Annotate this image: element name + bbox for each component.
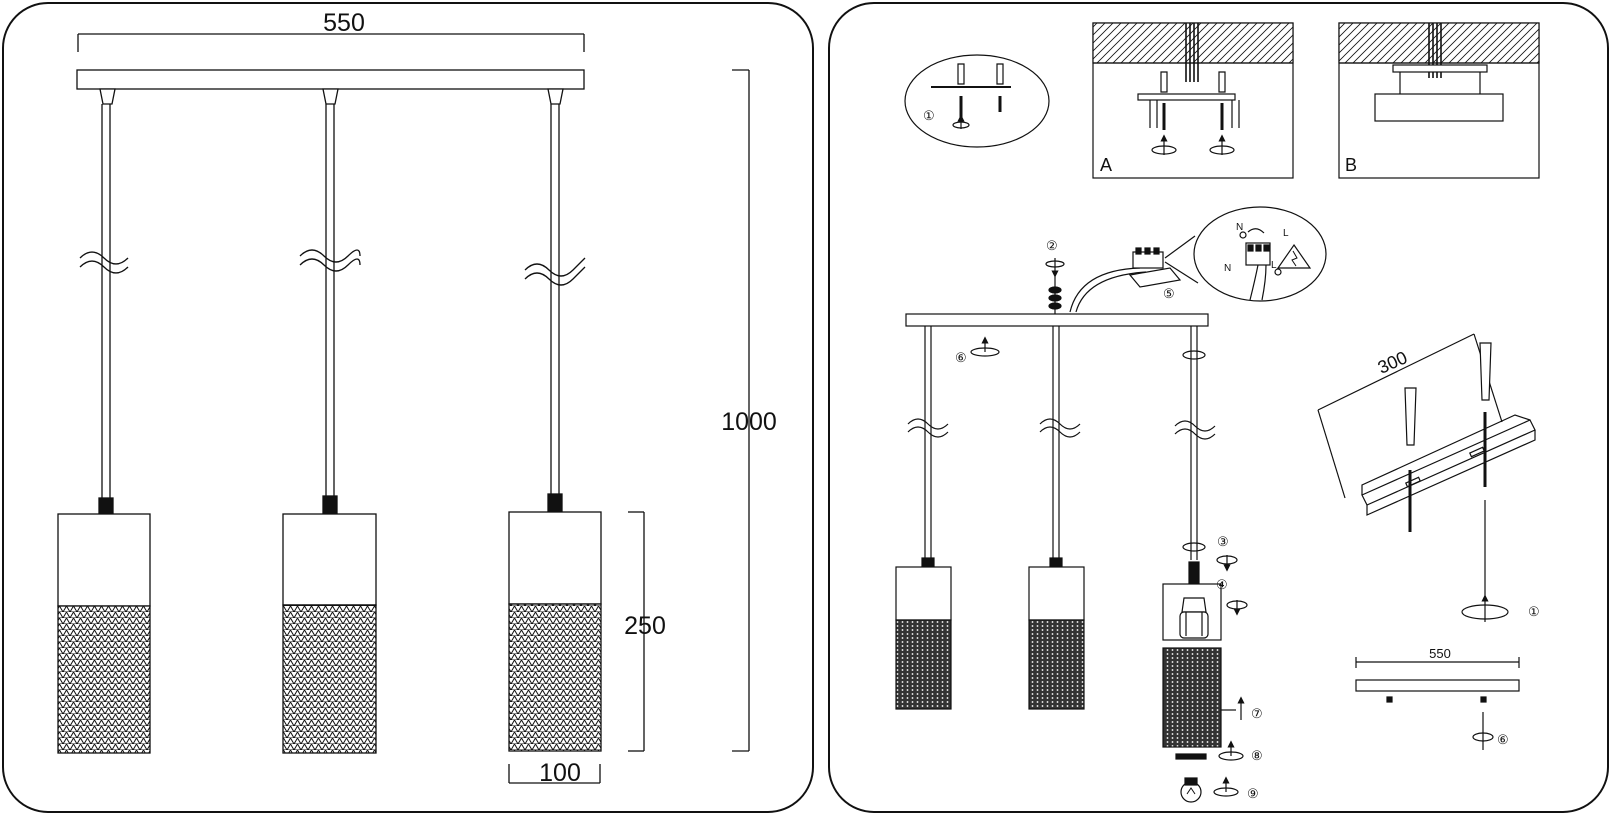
step-8: ⑧ — [1251, 748, 1263, 763]
assembly-pendant-1 — [895, 326, 952, 710]
pendant-middle — [282, 88, 377, 754]
step-6-plate: ⑥ — [1497, 732, 1509, 747]
right-labels: A B 300 550 N L N L ① ② ③ ④ ⑤ ⑥ ⑦ ⑧ ⑨ ① … — [923, 108, 1540, 801]
center-fixing — [1045, 258, 1065, 314]
canopy-bar — [76, 69, 585, 90]
height-dimension — [732, 69, 750, 752]
left-dimension-labels: 550 1000 250 100 — [323, 9, 777, 787]
step-7: ⑦ — [1251, 706, 1263, 721]
wire-n-bottom: N — [1224, 263, 1231, 274]
step-1-rail: ① — [1528, 604, 1540, 619]
left-drawing — [57, 33, 750, 784]
assembly-canopy — [905, 313, 1209, 327]
step-1-bracket: ① — [923, 108, 935, 123]
pendant-left — [57, 88, 151, 754]
shade-height-dimension — [628, 511, 645, 752]
step-5: ⑤ — [1163, 286, 1175, 301]
detail-b — [1338, 22, 1540, 179]
detail-a — [1092, 22, 1294, 179]
pendant-right — [508, 88, 602, 752]
width-label: 550 — [323, 9, 365, 37]
shade-width-dimension — [508, 764, 601, 784]
assembly-pendant-2 — [1028, 326, 1085, 710]
rail-length-label: 300 — [1375, 347, 1411, 377]
step-2: ② — [1046, 238, 1058, 253]
step-3: ③ — [1217, 534, 1229, 549]
step-6-canopy: ⑥ — [955, 350, 967, 365]
shade-width-label: 100 — [539, 759, 581, 787]
step-4: ④ — [1216, 577, 1228, 592]
mounting-plate-small — [1355, 657, 1520, 750]
supply-wires — [1069, 267, 1147, 313]
terminal-block — [1128, 247, 1182, 288]
plate-width-label: 550 — [1429, 646, 1451, 661]
bracket-bubble — [904, 54, 1050, 148]
step-9: ⑨ — [1247, 786, 1259, 801]
mounting-rail — [1317, 333, 1536, 622]
detail-b-label: B — [1345, 155, 1357, 175]
detail-a-label: A — [1100, 155, 1112, 175]
wire-l-top: L — [1283, 228, 1289, 239]
assembly-pendant-3-exploded — [1162, 326, 1222, 803]
right-drawing — [895, 22, 1540, 803]
height-label: 1000 — [721, 408, 777, 436]
wire-n-top: N — [1236, 222, 1243, 233]
width-dimension — [77, 33, 585, 52]
wiring-zoom-bubble — [1164, 206, 1327, 302]
wire-l-bottom: L — [1271, 260, 1277, 271]
shade-height-label: 250 — [624, 612, 666, 640]
